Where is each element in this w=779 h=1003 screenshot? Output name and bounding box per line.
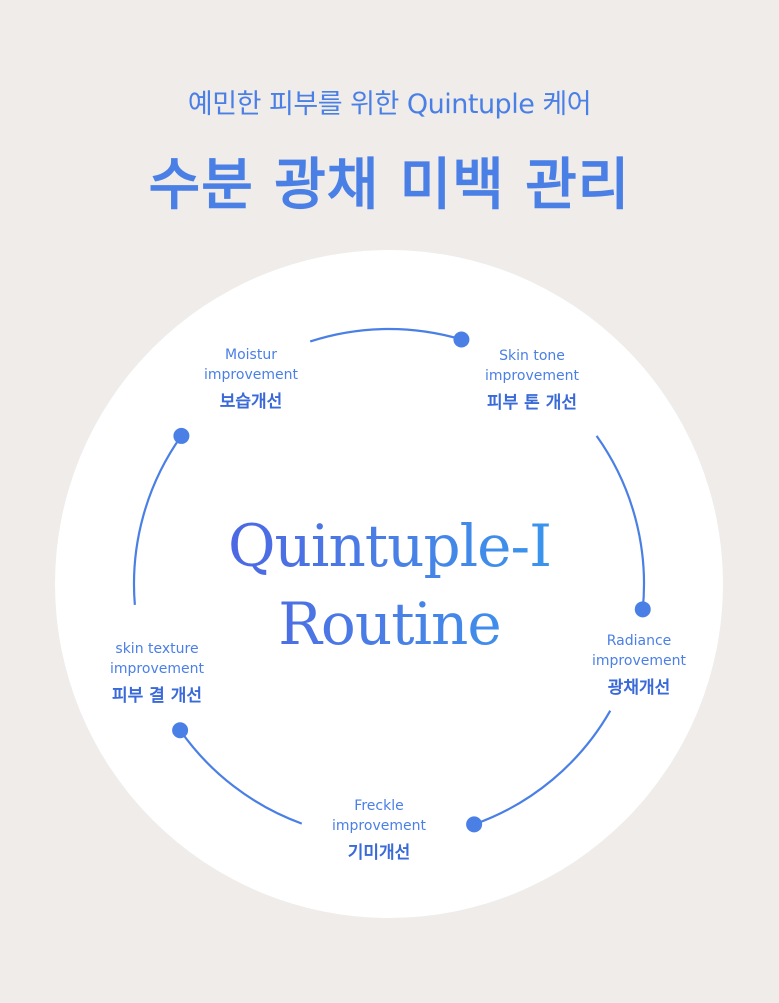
step-ko: 광채개선 bbox=[607, 678, 671, 698]
ring-dot bbox=[172, 722, 189, 739]
step-en: Skin tone bbox=[499, 348, 565, 364]
step-moisture: Moistur improvement 보습개선 bbox=[151, 345, 351, 414]
ring-arc bbox=[309, 327, 462, 343]
ring-dot bbox=[634, 601, 651, 618]
step-en: improvement bbox=[332, 818, 426, 834]
ring-dot bbox=[466, 816, 483, 833]
ring-arc bbox=[595, 435, 646, 610]
step-ko: 피부 결 개선 bbox=[111, 686, 203, 706]
step-ko: 보습개선 bbox=[219, 392, 283, 412]
step-en: Moistur bbox=[225, 347, 277, 363]
ring-dot bbox=[173, 427, 190, 444]
step-radiance: Radiance improvement 광채개선 bbox=[539, 631, 739, 700]
step-en: Radiance bbox=[606, 633, 672, 649]
routine-circle bbox=[55, 250, 723, 918]
step-skin-texture: skin texture improvement 피부 결 개선 bbox=[57, 639, 257, 708]
step-en: improvement bbox=[592, 653, 686, 669]
step-skin-tone: Skin tone improvement 피부 톤 개선 bbox=[432, 346, 632, 415]
step-en: Freckle bbox=[354, 798, 404, 814]
step-en: improvement bbox=[110, 661, 204, 677]
ring-dot bbox=[453, 331, 470, 348]
step-en: skin texture bbox=[115, 641, 199, 657]
step-freckle: Freckle improvement 기미개선 bbox=[279, 796, 479, 865]
ring-arc bbox=[179, 729, 303, 825]
subtitle: 예민한 피부를 위한 Quintuple 케어 bbox=[187, 89, 592, 120]
routine-title-line1: Quintuple-I bbox=[0, 512, 779, 580]
ring-arc bbox=[132, 435, 183, 605]
page-title: 수분 광채 미백 관리 bbox=[148, 153, 631, 218]
step-en: improvement bbox=[485, 368, 579, 384]
step-ko: 피부 톤 개선 bbox=[486, 393, 578, 413]
step-en: improvement bbox=[204, 367, 298, 383]
step-ko: 기미개선 bbox=[347, 843, 411, 863]
routine-title-line2: Routine bbox=[0, 590, 779, 658]
ring-arc bbox=[473, 710, 612, 826]
